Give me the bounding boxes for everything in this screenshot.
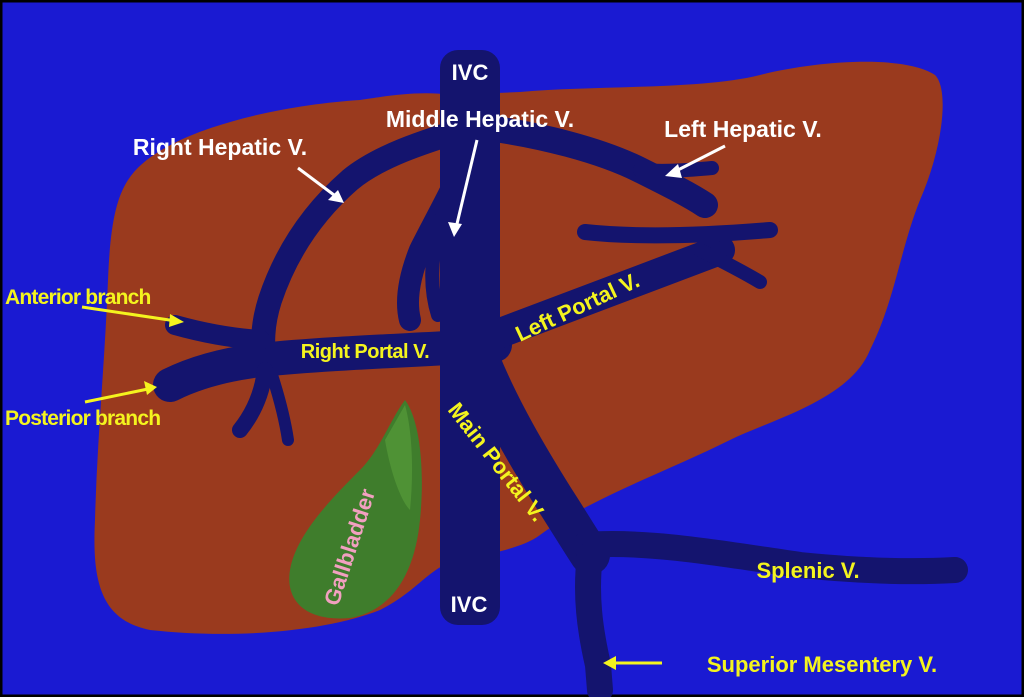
- label-superior-mesentery: Superior Mesentery V.: [707, 652, 937, 677]
- label-ivc-bottom: IVC: [451, 592, 488, 617]
- label-middle-hepatic: Middle Hepatic V.: [386, 106, 574, 132]
- label-ivc-top: IVC: [452, 60, 489, 85]
- left-portal-upper-branch: [585, 230, 770, 235]
- ivc: [440, 50, 500, 625]
- label-right-hepatic: Right Hepatic V.: [133, 134, 307, 160]
- label-anterior-branch: Anterior branch: [5, 286, 151, 309]
- label-posterior-branch: Posterior branch: [5, 407, 160, 430]
- label-splenic: Splenic V.: [756, 558, 859, 583]
- label-left-hepatic: Left Hepatic V.: [664, 116, 822, 142]
- middle-hepatic-vein-branch: [432, 220, 440, 315]
- label-right-portal: Right Portal V.: [301, 341, 429, 363]
- superior-mesentery-vein: [588, 555, 600, 690]
